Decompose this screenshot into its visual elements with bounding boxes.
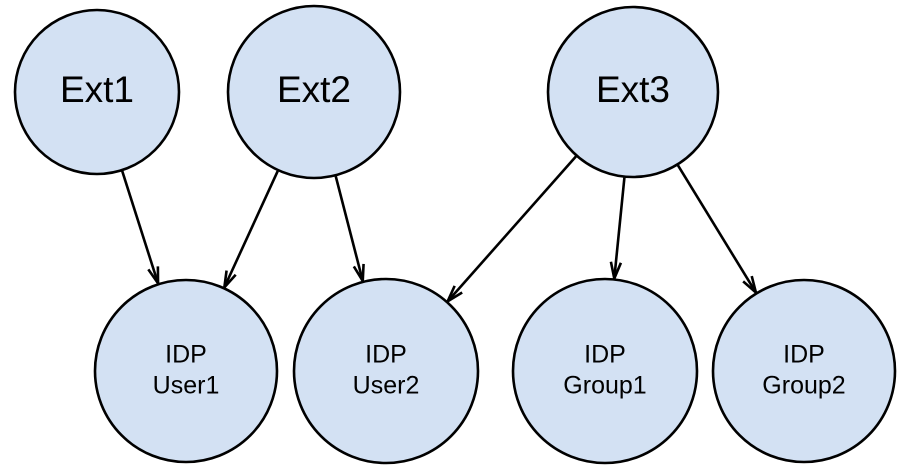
edge-line <box>334 175 365 282</box>
node-label: IDP Group1 <box>563 340 646 399</box>
node-ext1[interactable]: Ext1 <box>13 8 181 176</box>
node-idp-group2[interactable]: IDP Group2 <box>711 278 897 464</box>
node-label-line: Ext3 <box>596 69 670 110</box>
node-idp-group1[interactable]: IDP Group1 <box>511 277 699 465</box>
node-circle[interactable] <box>93 278 279 464</box>
node-idp-user1[interactable]: IDP User1 <box>93 278 279 464</box>
node-label: Ext1 <box>60 69 134 110</box>
node-circle[interactable] <box>546 5 720 179</box>
node-label: Ext3 <box>596 69 670 110</box>
edge-line <box>223 170 279 288</box>
edge-ext1-to-idp-user1 <box>120 170 160 288</box>
node-label-line: IDP <box>165 340 207 368</box>
edge-line <box>446 155 577 303</box>
node-label-line: User1 <box>153 371 220 399</box>
edge-ext3-to-idp-group2 <box>676 164 759 297</box>
node-label-line: User2 <box>353 371 420 399</box>
node-ext2[interactable]: Ext2 <box>226 4 402 180</box>
edge-line <box>612 177 626 279</box>
node-circle[interactable] <box>711 278 897 464</box>
node-label-line: IDP <box>783 340 825 368</box>
edge-line <box>120 170 160 284</box>
node-circle[interactable] <box>292 277 480 465</box>
node-label-line: IDP <box>584 340 626 368</box>
edge-ext3-to-idp-group1 <box>609 177 626 283</box>
edge-line <box>676 164 758 294</box>
node-label-line: Ext1 <box>60 69 134 110</box>
node-label: IDP User1 <box>153 340 220 399</box>
edge-ext3-to-idp-user2 <box>444 155 577 305</box>
edges-layer <box>120 155 759 305</box>
node-label-line: Group1 <box>563 371 646 399</box>
node-label-line: Group2 <box>762 371 845 399</box>
node-label: IDP User2 <box>353 340 420 399</box>
node-label: Ext2 <box>277 69 351 110</box>
node-circle[interactable] <box>511 277 699 465</box>
node-idp-user2[interactable]: IDP User2 <box>292 277 480 465</box>
node-ext3[interactable]: Ext3 <box>546 5 720 179</box>
node-label-line: Ext2 <box>277 69 351 110</box>
node-circle[interactable] <box>226 4 402 180</box>
edge-ext2-to-idp-user2 <box>334 175 365 286</box>
node-circle[interactable] <box>13 8 181 176</box>
edge-ext2-to-idp-user1 <box>222 170 279 292</box>
node-label: IDP Group2 <box>762 340 845 399</box>
node-label-line: IDP <box>365 340 407 368</box>
